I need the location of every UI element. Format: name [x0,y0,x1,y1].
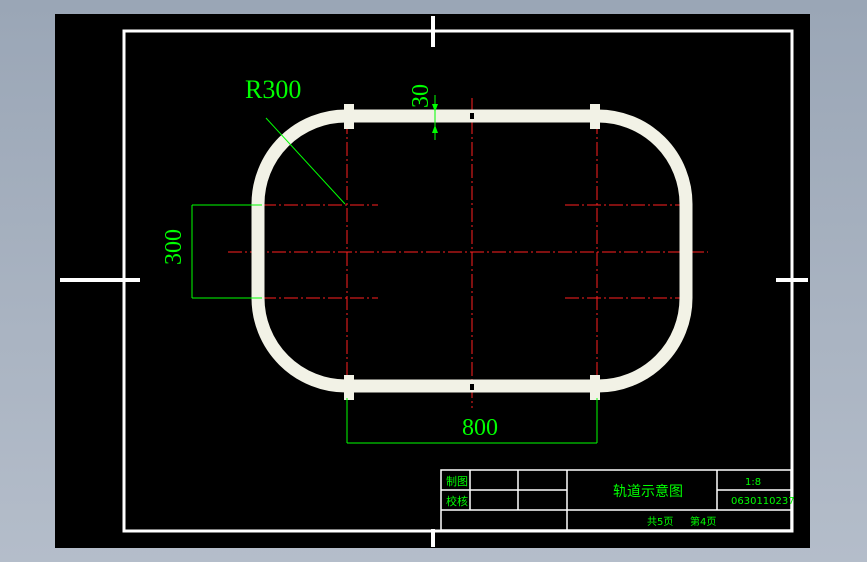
radius-label: R300 [245,75,301,104]
drawing-number: 0630110237 [731,496,795,507]
cad-viewport[interactable]: R300 30 300 800 制图 校核 轨道示意图 1:8 06301102… [55,14,810,548]
sheet-number: 第4页 [690,515,716,528]
checked-by-label: 校核 [446,494,468,508]
drawing-title: 轨道示意图 [613,483,683,500]
drawn-by-label: 制图 [446,475,468,488]
offset-arrow-down [432,125,438,133]
width-label: 800 [462,415,498,441]
joint-top-right [590,104,600,129]
offset-label: 30 [408,84,434,108]
joint-bottom-right [590,375,600,400]
radius-leader [265,117,346,205]
centerlines [228,98,708,408]
scale-value: 1:8 [745,477,761,488]
height-label: 300 [161,229,187,265]
title-block [440,469,792,531]
total-sheets: 共5页 [647,516,673,528]
joint-top-left [344,104,354,129]
joint-bottom-left [344,375,354,400]
offset-arrow-up [432,104,438,112]
